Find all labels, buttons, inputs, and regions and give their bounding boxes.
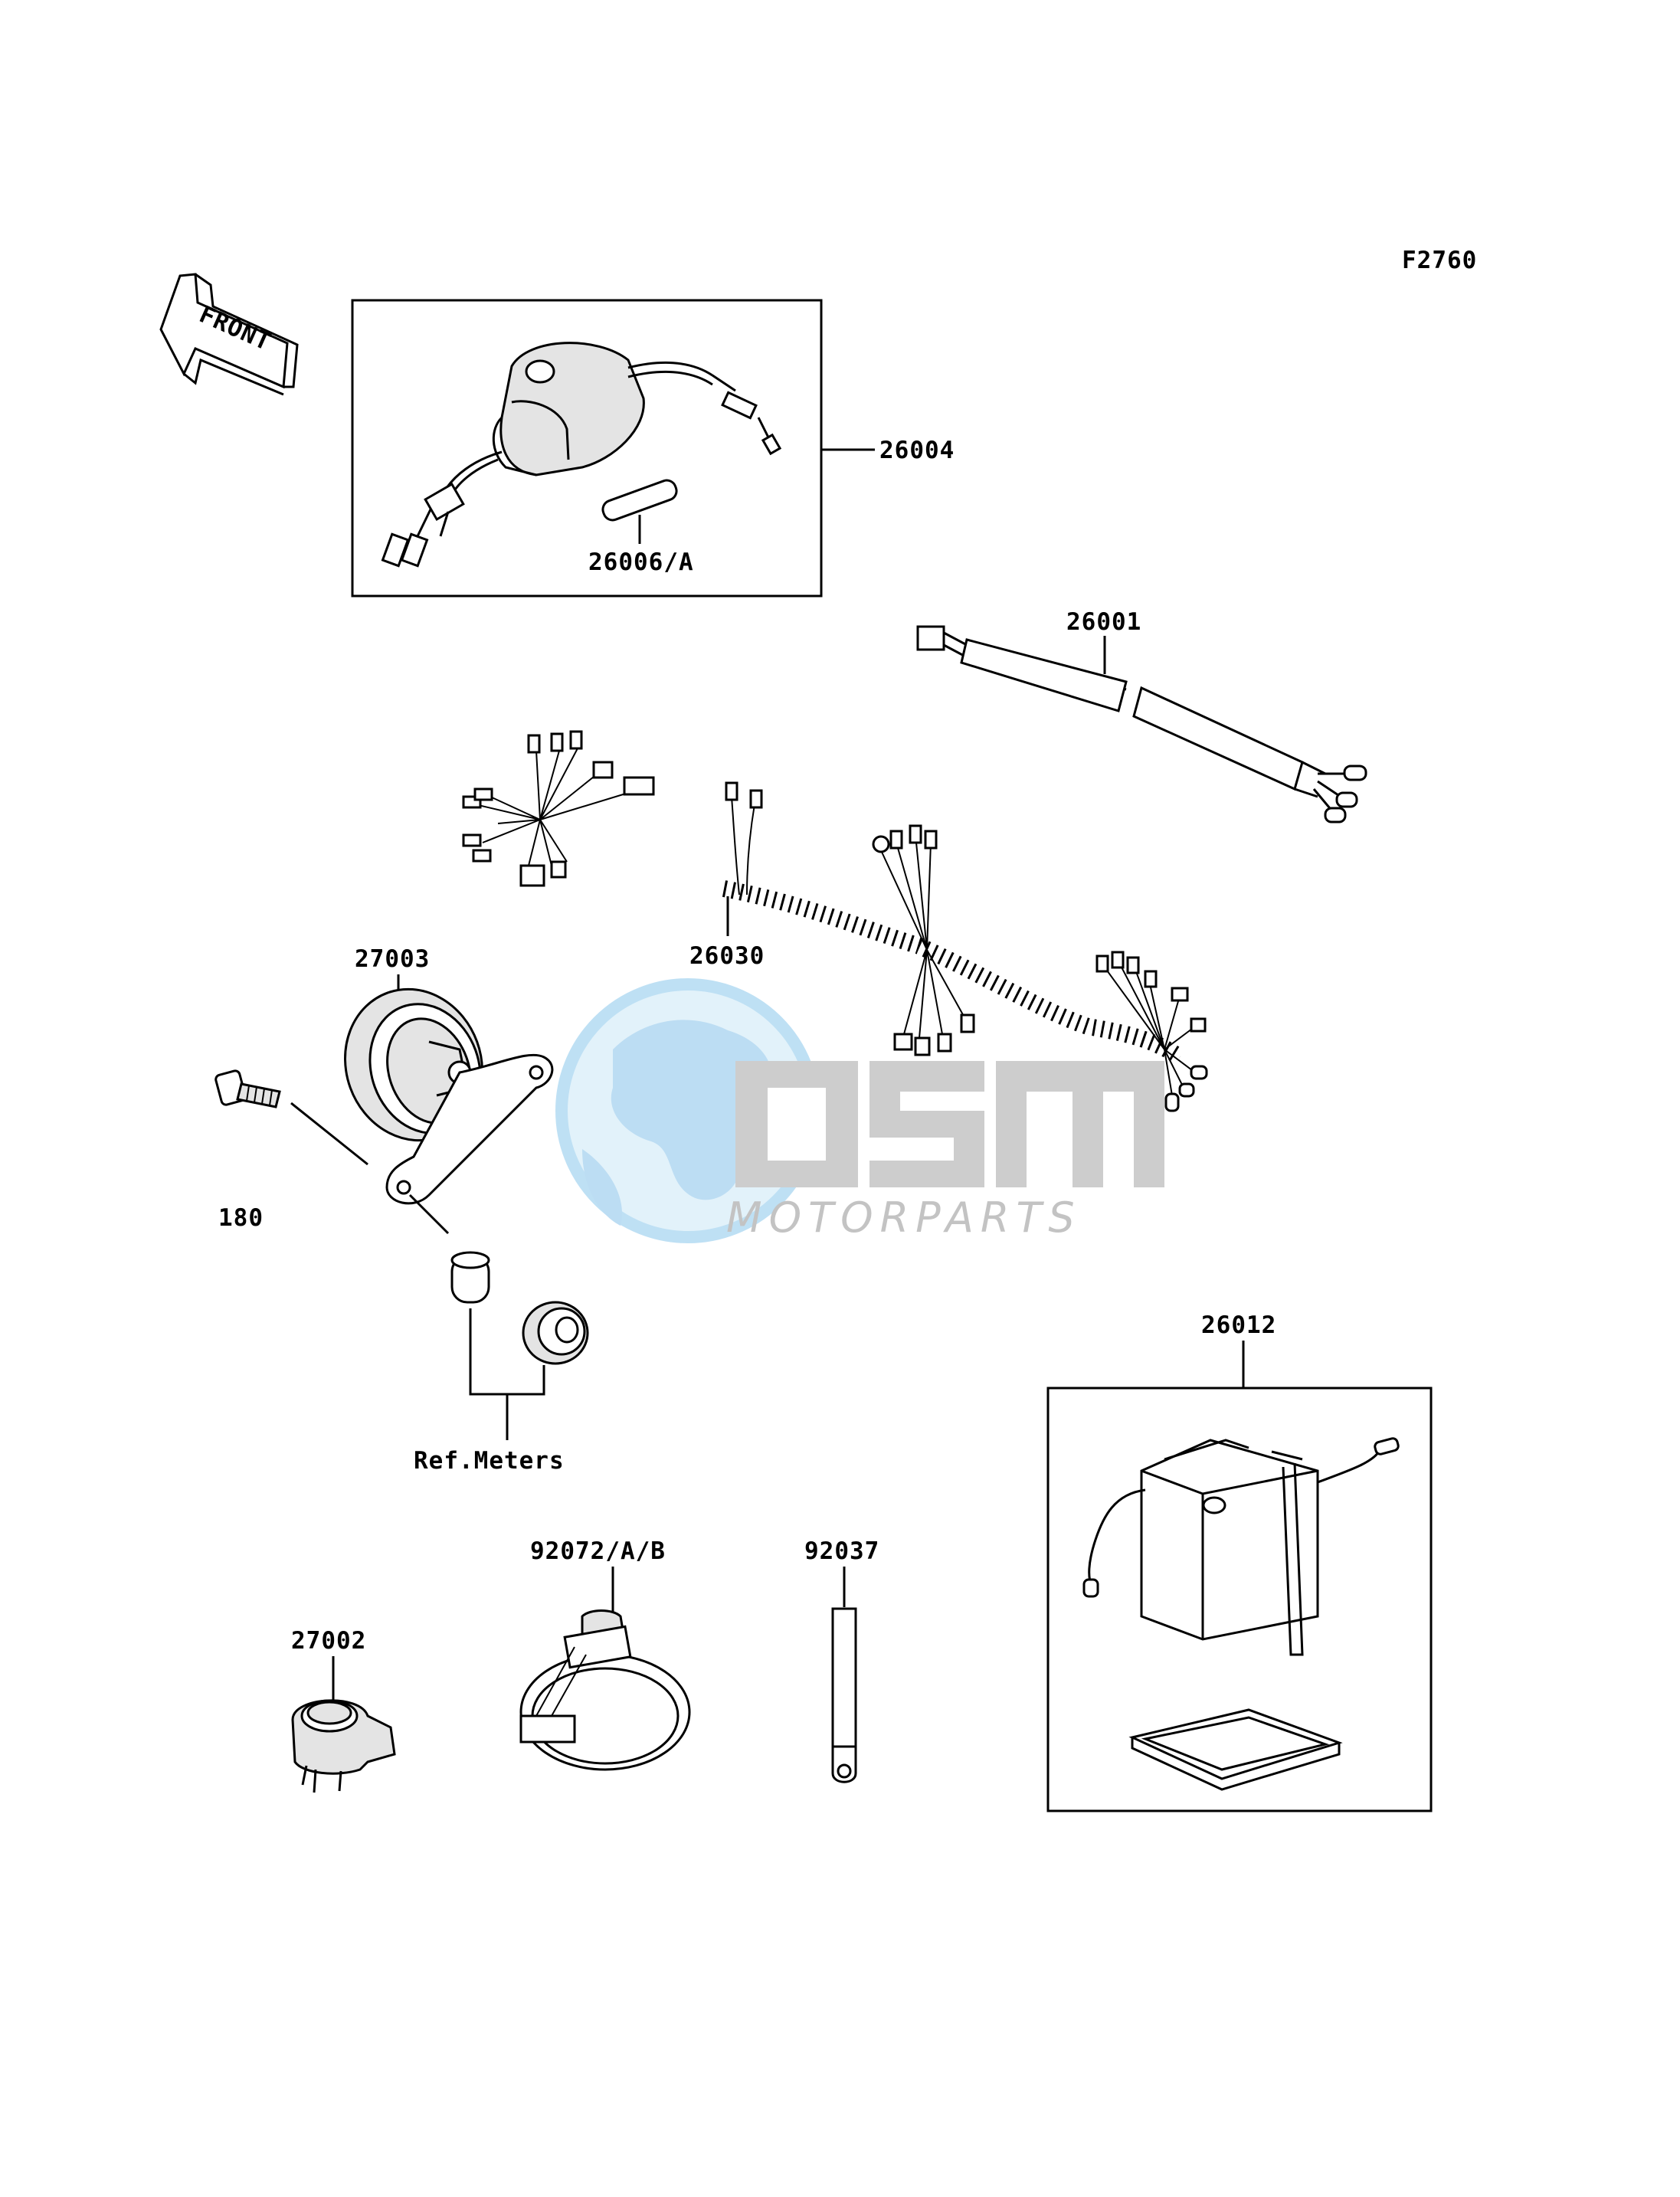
part-26004-frame [351, 299, 823, 598]
label-27003: 27003 [355, 945, 430, 973]
watermark-brand-letters [735, 1061, 1164, 1187]
battery-strap-icon [831, 1607, 857, 1783]
part-27002-group: 27002 [291, 1627, 396, 1793]
part-92037-group: 92037 [804, 1537, 879, 1783]
bolt-180-icon [215, 1069, 368, 1166]
part-26030-group: 26030 [462, 730, 1208, 1112]
speedometer-icon [344, 987, 554, 1205]
ignition-unit-icon [381, 342, 782, 568]
ref-meters-label: Ref.Meters [414, 1447, 565, 1475]
battery-icon [1082, 1437, 1400, 1656]
watermark-tagline: MOTORPARTS [726, 1193, 1082, 1242]
part-26012-frame [1046, 1387, 1433, 1812]
part-27003-group: 27003 180 R [215, 945, 589, 1475]
band-clamp-icon [519, 1609, 691, 1771]
diagram-code: F2760 [1402, 247, 1477, 274]
watermark: MOTORPARTS [555, 978, 1164, 1243]
label-27002: 27002 [291, 1627, 366, 1655]
spacer-collar-icon [408, 1193, 490, 1304]
wiring-harness-icon [462, 730, 1208, 1112]
cable-26001-icon [916, 625, 1367, 823]
fuse-icon [601, 479, 678, 544]
label-26012: 26012 [1201, 1311, 1276, 1339]
part-92072-group: 92072/A/B [519, 1537, 691, 1771]
label-26030: 26030 [689, 942, 765, 970]
label-92072: 92072/A/B [530, 1537, 666, 1565]
label-26001: 26001 [1066, 608, 1141, 636]
part-26004-group: 26006/A 26004 [351, 299, 955, 598]
part-26001-group: 26001 [916, 608, 1367, 823]
grommet-icon [522, 1301, 589, 1365]
label-26006: 26006/A [588, 548, 694, 576]
front-arrow-icon: FRONT [159, 273, 299, 396]
front-label: FRONT [195, 300, 275, 356]
label-26004: 26004 [879, 437, 955, 464]
label-92037: 92037 [804, 1537, 879, 1565]
part-26012-group: 26012 [1046, 1311, 1433, 1812]
battery-tray-icon [1128, 1708, 1343, 1791]
horn-switch-icon [291, 1699, 396, 1793]
label-180: 180 [218, 1204, 264, 1232]
